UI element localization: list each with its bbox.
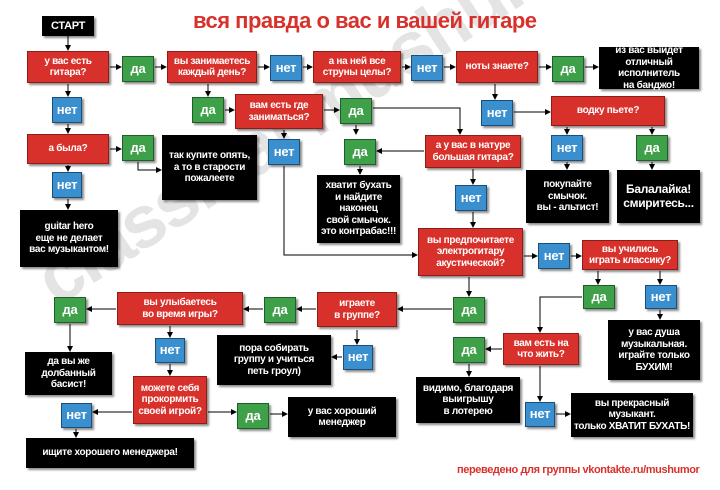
answer-yes-feed: да [237, 403, 269, 429]
result-a-buy-again: так купите опять, а то в старости пожале… [162, 135, 257, 200]
answer-yes-have-guitar: да [122, 56, 154, 82]
answer-no-classical: нет [645, 285, 677, 309]
chart-title: вся правда о вас и вашей гитаре [193, 8, 537, 33]
question-q-vodka: водку пьете? [551, 96, 665, 126]
question-q-smile: вы улыбаетесь во время игры? [117, 292, 243, 325]
question-q-read-notes: ноты знаете? [456, 51, 538, 83]
answer-yes-classical: да [583, 285, 615, 309]
answer-no-read-notes: нет [481, 100, 513, 126]
question-q-classical: вы учились играть классику? [582, 240, 678, 270]
answer-no-big-guitar: нет [455, 185, 487, 211]
question-q-place-to-practice: вам есть где заниматься? [235, 94, 323, 129]
question-q-band: играете в группе? [317, 292, 397, 327]
result-a-lottery: видимо, благодаря выигрышу в лотерею [416, 377, 520, 423]
answer-no-place-to-practice: нет [268, 139, 300, 165]
question-q-electric: вы предпочитаете электрогитару акустичес… [418, 228, 523, 276]
result-a-bassist: да вы же долбанный басист! [25, 352, 112, 395]
answer-no-all-strings: нет [411, 55, 443, 81]
answer-no-had-one: нет [52, 172, 82, 198]
result-a-violist: покупайте смычок. вы - альтист! [526, 170, 609, 223]
answer-no-smile: нет [155, 338, 185, 363]
answer-yes-band: да [264, 297, 296, 323]
result-a-balalaika: Балалайка! смиритесь... [617, 170, 700, 223]
answer-yes-place-to-practice: да [340, 98, 372, 124]
answer-yes-big-guitar: да [344, 139, 376, 165]
result-a-find-manager: ищите хорошего менеджера! [26, 438, 194, 468]
result-a-guitar-hero: guitar hero еще не делает вас музыкантом… [20, 210, 118, 267]
connector-arrow [373, 107, 463, 135]
answer-yes-smile: да [54, 297, 86, 323]
answer-no-band: нет [343, 345, 373, 370]
result-a-great-musician: вы прекрасный музыкант. только ХВАТИТ БУ… [571, 393, 693, 437]
answer-no-feed: нет [61, 403, 92, 428]
result-a-contrabass: хватит бухать и найдите наконец свой смы… [317, 175, 400, 243]
question-q-living: вам есть на что жить? [503, 333, 579, 365]
footer-credit: переведено для группы vkontakte.ru/mushu… [457, 464, 700, 476]
answer-yes-living: да [453, 337, 485, 363]
result-a-banjo: из вас выйдет отличный исполнитель на ба… [599, 45, 699, 91]
connector-arrow [137, 162, 162, 173]
result-a-growl: пора собирать группу и учиться петь гроу… [217, 335, 331, 385]
answer-yes-practice-daily: да [192, 97, 224, 123]
answer-yes-read-notes: да [552, 56, 584, 82]
answer-no-practice-daily: нет [270, 55, 302, 81]
answer-yes-had-one: да [122, 135, 154, 161]
question-q-big-guitar: а у вас в натуре большая гитара? [425, 135, 521, 168]
connector-arrow [283, 166, 418, 258]
question-q-had-one: а была? [27, 134, 109, 164]
answer-no-vodka: нет [551, 135, 583, 161]
answer-no-living: нет [525, 402, 555, 427]
result-a-good-manager: у вас хороший менеджер [288, 397, 396, 437]
answer-yes-vodka: да [636, 135, 668, 161]
question-q-have-guitar: у вас есть гитара? [27, 51, 109, 83]
answer-no-electric: нет [538, 243, 570, 269]
result-a-bukhim: у вас душа музыкальная. играйте только Б… [608, 320, 700, 380]
answer-no-have-guitar: нет [52, 97, 82, 123]
question-q-all-strings: а на ней все струны целы? [313, 51, 401, 83]
question-q-feed: можете себя прокормить своей игрой? [133, 376, 207, 424]
question-q-practice-daily: вы занимаетесь каждый день? [167, 51, 257, 83]
connector-arrow [537, 296, 582, 333]
result-start: СТАРТ [42, 16, 94, 36]
answer-yes-electric: да [453, 297, 485, 323]
